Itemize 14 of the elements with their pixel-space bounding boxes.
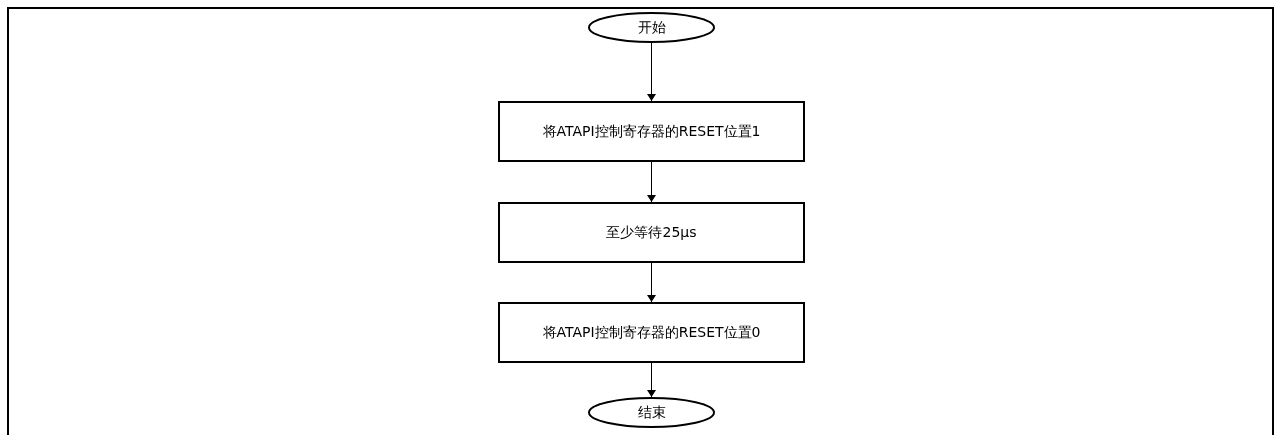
terminal-oval (588, 397, 715, 428)
arrow (648, 161, 655, 203)
node-label: 将ATAPI控制寄存器的RESET位置0 (542, 323, 761, 342)
arrow (648, 262, 655, 303)
node-label: 结束 (637, 403, 666, 422)
node-label: 开始 (637, 18, 666, 37)
node-label: 将ATAPI控制寄存器的RESET位置1 (542, 122, 761, 141)
terminal-oval (588, 12, 715, 43)
process-box (498, 302, 805, 363)
node-label: 至少等待25μs (606, 223, 697, 242)
process-box (498, 202, 805, 263)
process-box (498, 101, 805, 162)
arrow (648, 42, 655, 102)
arrow (648, 362, 655, 398)
